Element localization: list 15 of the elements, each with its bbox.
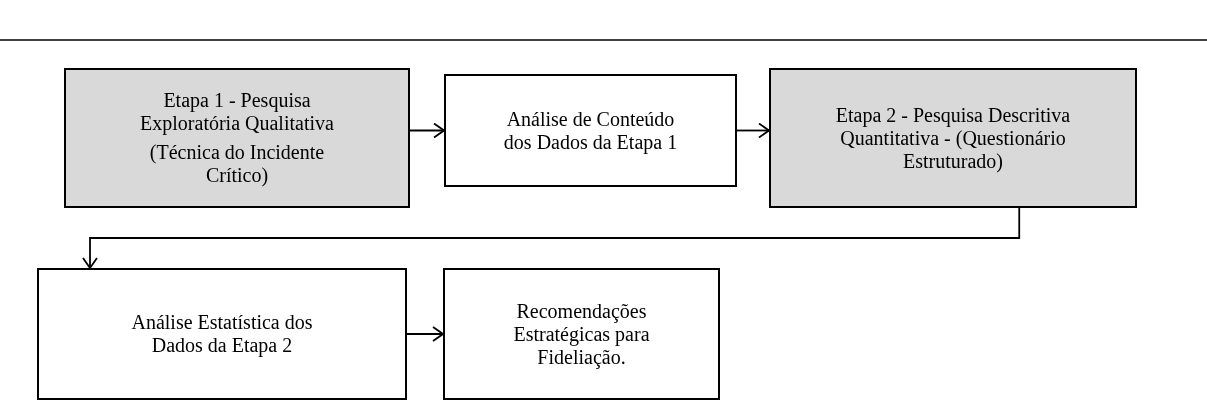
box-text: (Técnica do Incidente Crítico) <box>148 141 326 187</box>
process-box <box>443 268 720 400</box>
arrow <box>409 122 445 139</box>
box-text: Análise Estatística dos Dados da Etapa 2 <box>130 311 314 357</box>
arrow <box>736 122 770 139</box>
arrow <box>406 326 444 342</box>
process-box <box>64 68 410 208</box>
box-text: Etapa 1 - Pesquisa Exploratória Qualitativa <box>139 89 335 135</box>
process-box <box>769 68 1137 208</box>
process-box <box>444 74 737 187</box>
box-text: Etapa 2 - Pesquisa Descritiva Quantitativa - (Questionário Estruturado) <box>834 103 1072 173</box>
arrow <box>82 207 1021 269</box>
box-text: Recomendações Estratégicas para Fideliação. <box>512 299 651 369</box>
box-text: Análise de Conteúdo dos Dados da Etapa 1 <box>502 107 679 154</box>
process-box <box>37 268 407 400</box>
